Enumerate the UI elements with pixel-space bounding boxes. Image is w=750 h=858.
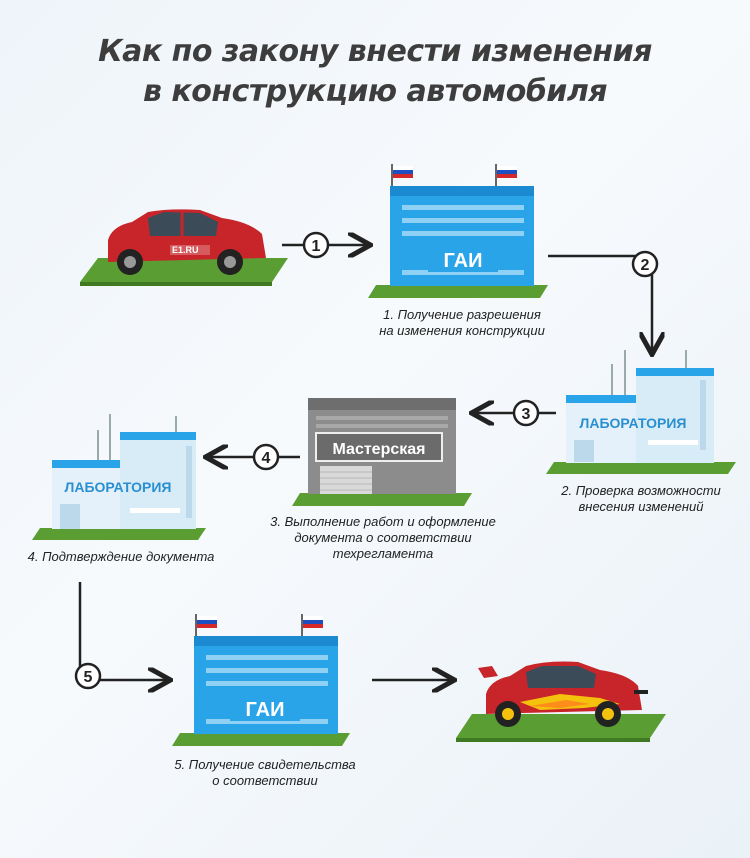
- step-4-number: 4: [262, 450, 271, 467]
- lab-sign-2: ЛАБОРАТОРИЯ: [65, 479, 172, 495]
- page-title-line-1: Как по закону внести изменения: [98, 34, 652, 69]
- workshop-sign: Мастерская: [333, 441, 426, 458]
- step-3-caption-line-2: документа о соответствии: [294, 530, 472, 545]
- step-1-caption-line-1: 1. Получение разрешения: [383, 307, 541, 322]
- step-5-badge: [74, 662, 102, 690]
- step-5-caption-line-2: о соответствии: [212, 773, 318, 788]
- step-4-caption: 4. Подтверждение документа: [8, 549, 234, 565]
- step-3-caption: 3. Выполнение работ и оформление докумен…: [248, 514, 518, 562]
- step-1-caption-line-2: на изменения конструкции: [379, 323, 545, 338]
- lab-sign-1: ЛАБОРАТОРИЯ: [580, 415, 687, 431]
- step-4-badge: [252, 443, 280, 471]
- step-1-number: 1: [312, 238, 321, 255]
- arrow-step-1: 1: [282, 231, 368, 259]
- step-2-caption-line-2: внесения изменений: [578, 499, 704, 514]
- car-red-start: E1.RU: [80, 209, 288, 286]
- step-1-caption: 1. Получение разрешения на изменения кон…: [356, 307, 568, 339]
- car-plate-label: E1.RU: [172, 245, 199, 255]
- step-3-caption-line-3: техрегламента: [332, 546, 434, 561]
- step-1-badge: [302, 231, 330, 259]
- step-2-caption: 2. Проверка возможности внесения изменен…: [536, 483, 746, 515]
- gai-sign-2: ГАИ: [246, 699, 285, 721]
- page-title-line-2: в конструкцию автомобиля: [142, 74, 608, 109]
- laboratory-building-2: ЛАБОРАТОРИЯ: [32, 414, 206, 540]
- step-5-caption: 5. Получение свидетельства о соответстви…: [160, 757, 370, 789]
- arrow-step-4: 4: [208, 443, 300, 471]
- arrow-step-5: 5: [74, 582, 168, 690]
- car-tuned-final: [456, 661, 666, 742]
- gai-sign-1: ГАИ: [444, 250, 483, 272]
- step-5-number: 5: [84, 669, 93, 686]
- arrow-step-3: 3: [474, 399, 556, 427]
- gai-building-1: ГАИ: [368, 164, 548, 298]
- gai-building-2: ГАИ: [172, 614, 350, 746]
- arrow-step-2: 2: [548, 250, 659, 352]
- step-3-number: 3: [522, 406, 531, 423]
- step-4-caption-line-1: 4. Подтверждение документа: [27, 549, 215, 564]
- step-3-caption-line-1: 3. Выполнение работ и оформление: [270, 514, 496, 529]
- step-2-caption-line-1: 2. Проверка возможности: [561, 483, 721, 498]
- step-5-caption-line-1: 5. Получение свидетельства: [174, 757, 356, 772]
- step-2-badge: [631, 250, 659, 278]
- workshop-building: Мастерская: [292, 398, 472, 506]
- step-2-number: 2: [641, 257, 650, 274]
- laboratory-building-1: ЛАБОРАТОРИЯ: [546, 350, 736, 474]
- step-3-badge: [512, 399, 540, 427]
